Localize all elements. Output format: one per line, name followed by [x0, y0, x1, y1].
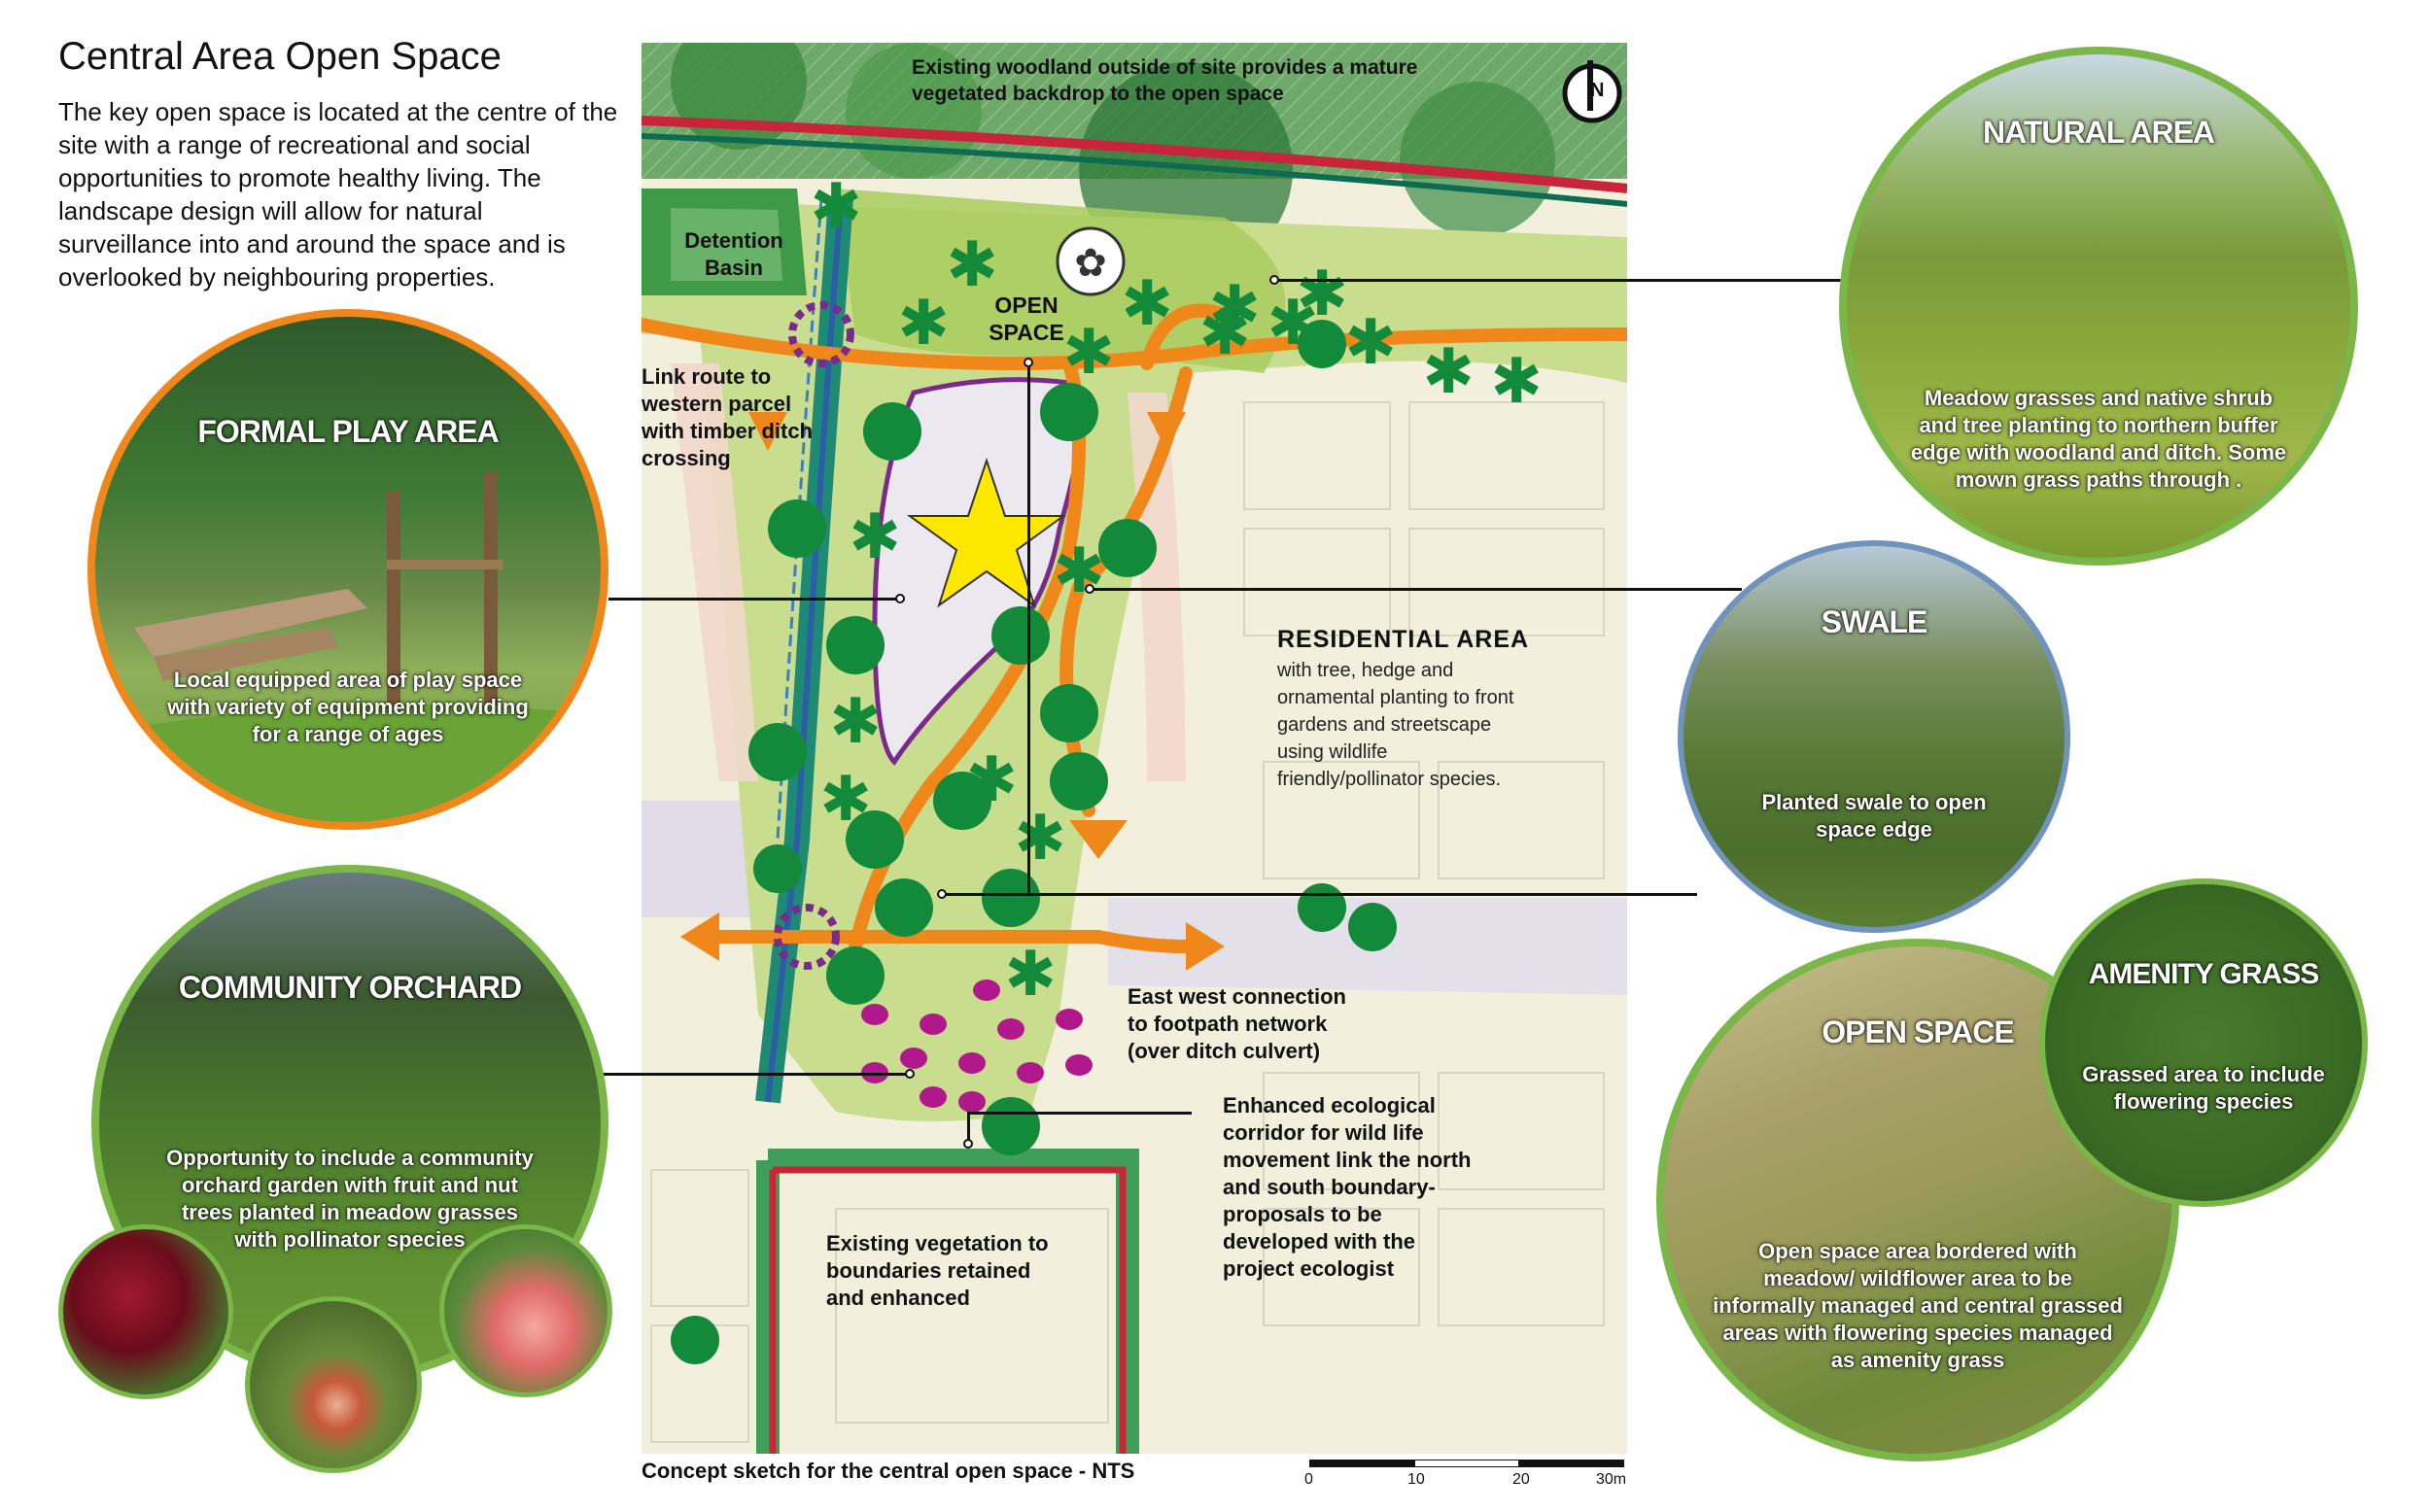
svg-text:✱: ✱ — [819, 764, 872, 836]
tree-canopies — [671, 320, 1397, 1364]
leader-swale-dot — [1085, 584, 1094, 594]
leader-play-dot — [895, 594, 905, 603]
residential-area-title: RESIDENTIAL AREA — [1277, 626, 1530, 653]
residential-area-text: with tree, hedge and ornamental planting… — [1277, 660, 1514, 790]
svg-text:✱: ✱ — [1053, 535, 1105, 607]
leader-ecological-dot — [963, 1139, 973, 1149]
callout-natural-text: Meadow grasses and native shrub and tree… — [1910, 386, 2287, 492]
leader-open-space-dot — [937, 889, 947, 899]
play-area-star — [906, 457, 1067, 608]
arrow-east — [1186, 922, 1225, 971]
leader-swale — [1089, 588, 1742, 591]
leader-play — [608, 598, 900, 601]
svg-text:✱: ✱ — [1296, 258, 1348, 330]
site-plan: ✱✱ ✱✱ ✱✱ ✱✱ ✱✱ ✱✱ ✱✱ ✱✱ ✱✱ ✱ ✿ — [635, 14, 1634, 1454]
ditch-crossing-south — [774, 904, 840, 970]
callout-amenity-grass: AMENITY GRASS Grassed area to include fl… — [2039, 878, 2368, 1207]
photo-cherries — [58, 1224, 233, 1399]
leader-orchard-dot — [905, 1069, 915, 1079]
svg-text:✱: ✱ — [1121, 268, 1173, 340]
svg-text:✱: ✱ — [1014, 803, 1066, 875]
ditch-crossing-north — [788, 301, 854, 367]
svg-text:✱: ✱ — [1004, 939, 1057, 1011]
callout-natural-heading: NATURAL AREA — [1982, 115, 2215, 150]
svg-text:✱: ✱ — [897, 288, 950, 360]
ecological-corridor-label: Enhanced ecological corridor for wild li… — [1223, 1093, 1472, 1281]
play-equipment-illustration — [95, 472, 601, 822]
flower-symbol — [1056, 226, 1126, 296]
svg-text:✱: ✱ — [1422, 336, 1475, 408]
svg-text:✱: ✱ — [849, 501, 901, 573]
photo-apple — [245, 1296, 422, 1473]
scale-tick-0: 0 — [1304, 1471, 1313, 1488]
leader-open-space-top-dot — [1024, 358, 1033, 367]
photo-plum — [439, 1224, 612, 1397]
svg-text:✱: ✱ — [810, 171, 862, 243]
callout-amenity-heading: AMENITY GRASS — [2088, 958, 2319, 990]
north-letter: N — [1590, 80, 1605, 101]
callout-orchard-text: Opportunity to include a community orcha… — [166, 1146, 534, 1252]
svg-text:✱: ✱ — [829, 686, 882, 758]
east-west-label: East west connection to footpath network… — [1128, 984, 1346, 1063]
svg-text:✱: ✱ — [1062, 317, 1115, 389]
callout-play-heading: FORMAL PLAY AREA — [197, 414, 499, 449]
leader-natural — [1273, 279, 1843, 282]
residential-blocks — [650, 401, 1605, 1443]
callout-swale-heading: SWALE — [1821, 604, 1928, 639]
leader-orchard — [603, 1073, 910, 1076]
svg-text:✿: ✿ — [1074, 241, 1107, 286]
callout-swale-text: Planted swale to open space edge — [1761, 790, 1987, 842]
link-route-label: Link route to western parcel with timber… — [642, 364, 813, 470]
intro-paragraph: The key open space is located at the cen… — [58, 97, 618, 292]
leader-natural-dot — [1269, 275, 1279, 285]
arrow-west — [680, 912, 719, 961]
site-boundary-north — [641, 116, 1628, 193]
callout-open-space-heading: OPEN SPACE — [1822, 1014, 2014, 1049]
callout-swale: SWALE Planted swale to open space edge — [1678, 540, 2070, 933]
orchard-trees — [861, 979, 1093, 1113]
svg-text:✱: ✱ — [946, 229, 998, 301]
open-space-label: OPEN SPACE — [989, 292, 1064, 345]
site-boundary-south — [769, 1166, 1127, 1454]
woodland-label: Existing woodland outside of site provid… — [912, 56, 1418, 105]
scale-tick-20: 20 — [1512, 1471, 1530, 1488]
svg-text:✱: ✱ — [1344, 307, 1397, 379]
leader-ecological — [968, 1112, 1192, 1115]
page-title: Central Area Open Space — [58, 35, 502, 78]
scale-tick-30: 30m — [1596, 1471, 1627, 1488]
callout-play-text: Local equipped area of play space with v… — [167, 668, 529, 746]
callout-amenity-text: Grassed area to include flowering specie… — [2082, 1062, 2325, 1114]
svg-text:✱: ✱ — [1198, 297, 1251, 369]
svg-text:✱: ✱ — [1208, 273, 1261, 345]
svg-text:✱: ✱ — [965, 744, 1018, 816]
scale-bar — [1309, 1460, 1624, 1469]
shrub-symbols: ✱✱ ✱✱ ✱✱ ✱✱ ✱✱ ✱✱ ✱✱ ✱✱ ✱✱ ✱ — [810, 171, 1543, 1011]
leader-open-space-vertical — [1027, 361, 1030, 894]
svg-text:✱: ✱ — [1490, 346, 1543, 418]
callout-formal-play-area: FORMAL PLAY AREA Local equipped area of … — [87, 309, 608, 830]
callout-open-space-text: Open space area bordered with meadow/ wi… — [1713, 1239, 2123, 1372]
existing-vegetation-label: Existing vegetation to boundaries retain… — [826, 1231, 1049, 1310]
scale-tick-10: 10 — [1407, 1471, 1425, 1488]
leader-open-space — [941, 893, 1697, 896]
map-caption: Concept sketch for the central open spac… — [642, 1459, 1135, 1483]
callout-orchard-heading: COMMUNITY ORCHARD — [178, 970, 522, 1005]
detention-basin-label: Detention Basin — [684, 228, 783, 280]
callout-natural-area: NATURAL AREA Meadow grasses and native s… — [1839, 47, 2358, 566]
svg-text:✱: ✱ — [1267, 288, 1319, 360]
